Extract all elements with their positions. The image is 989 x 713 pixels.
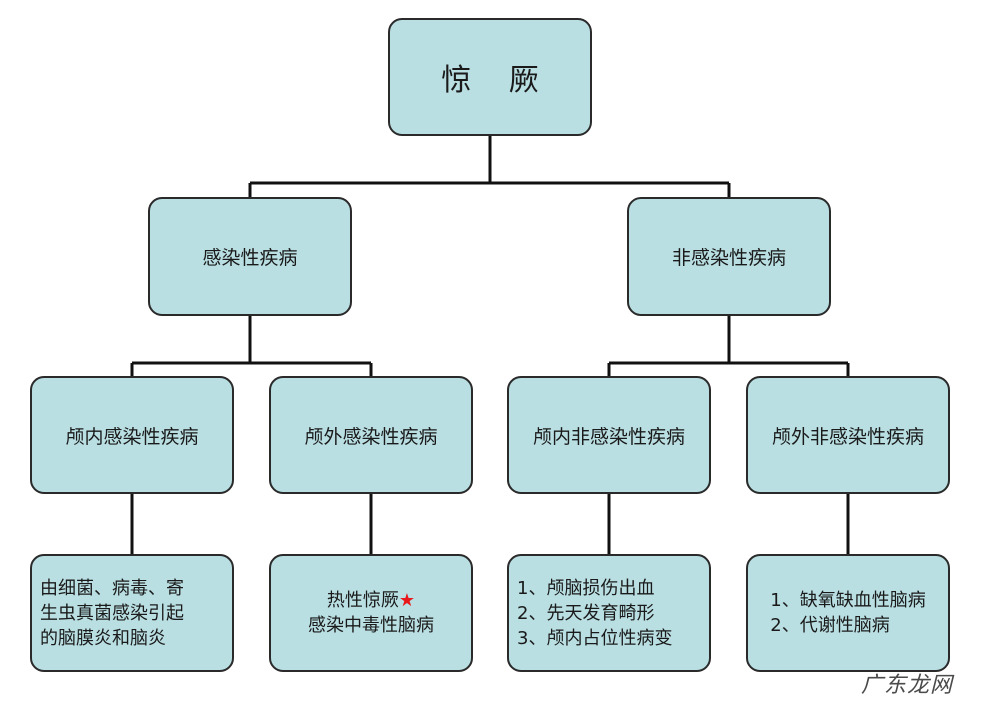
leaf-line: 的脑膜炎和脑炎 <box>40 627 166 649</box>
leaf-line-text: 热性惊厥 <box>326 590 399 611</box>
leaf-text: 1、颅脑损伤出血 2、先天发育畸形 3、颅内占位性病变 <box>517 576 672 651</box>
leaf-febrile-seizure: 热性惊厥★ 感染中毒性脑病 <box>269 554 473 672</box>
leaf-line: 热性惊厥★ <box>308 588 434 613</box>
leaf-intracranial-non-infectious-list: 1、颅脑损伤出血 2、先天发育畸形 3、颅内占位性病变 <box>507 554 711 672</box>
node-extracranial-non-infectious: 颅外非感染性疾病 <box>746 376 950 494</box>
leaf-line: 1、缺氧缺血性脑病 <box>770 590 926 611</box>
leaf-meningitis-encephalitis: 由细菌、病毒、寄 生虫真菌感染引起 的脑膜炎和脑炎 <box>30 554 234 672</box>
node-label: 颅外非感染性疾病 <box>771 425 924 448</box>
leaf-line: 2、代谢性脑病 <box>770 615 890 636</box>
leaf-line: 2、先天发育畸形 <box>517 602 655 624</box>
root-node: 惊 厥 <box>388 18 592 136</box>
leaf-line: 3、颅内占位性病变 <box>517 627 673 649</box>
leaf-text: 热性惊厥★ 感染中毒性脑病 <box>308 588 434 638</box>
node-non-infectious: 非感染性疾病 <box>627 197 831 316</box>
root-label: 惊 厥 <box>441 63 553 98</box>
node-intracranial-non-infectious: 颅内非感染性疾病 <box>507 376 711 494</box>
node-label: 颅内感染性疾病 <box>65 425 199 448</box>
leaf-line: 感染中毒性脑病 <box>308 615 434 636</box>
node-label: 颅外感染性疾病 <box>304 425 438 448</box>
node-label: 感染性疾病 <box>202 247 298 269</box>
leaf-text: 1、缺氧缺血性脑病 2、代谢性脑病 <box>770 588 925 638</box>
node-infectious: 感染性疾病 <box>148 197 352 316</box>
leaf-line: 1、颅脑损伤出血 <box>517 577 655 599</box>
node-label: 非感染性疾病 <box>671 247 786 269</box>
watermark-logo: 广东龙网 <box>860 673 953 698</box>
node-label: 颅内非感染性疾病 <box>532 425 685 448</box>
node-extracranial-infectious: 颅外感染性疾病 <box>269 376 473 494</box>
node-intracranial-infectious: 颅内感染性疾病 <box>30 376 234 494</box>
leaf-text: 由细菌、病毒、寄 生虫真菌感染引起 的脑膜炎和脑炎 <box>40 576 184 651</box>
leaf-extracranial-non-infectious-list: 1、缺氧缺血性脑病 2、代谢性脑病 <box>746 554 950 672</box>
leaf-line: 生虫真菌感染引起 <box>40 602 184 624</box>
leaf-line: 由细菌、病毒、寄 <box>40 577 184 599</box>
star-icon: ★ <box>398 590 416 611</box>
